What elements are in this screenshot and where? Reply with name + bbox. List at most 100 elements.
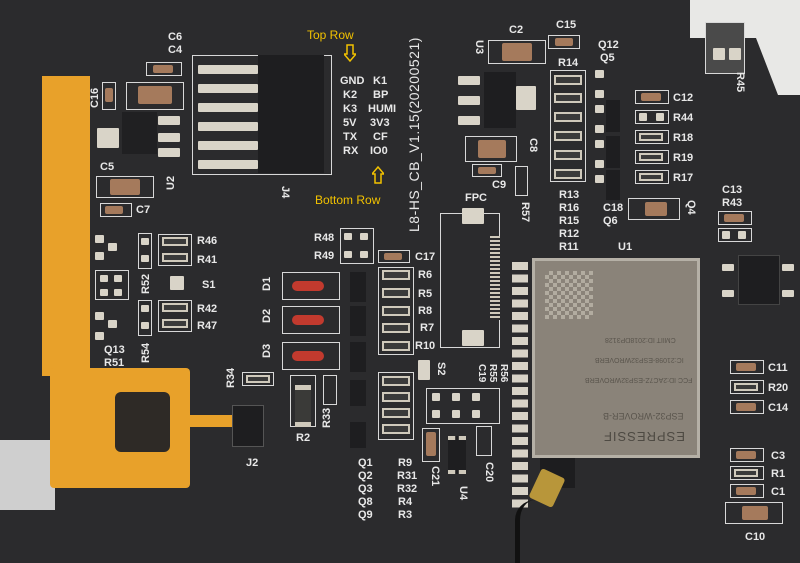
label-c21: C21 (429, 466, 441, 487)
label-q1: Q1 (358, 457, 373, 469)
label-r19: R19 (673, 152, 694, 164)
r43-pad-2 (738, 231, 746, 239)
c-large-capacitor (138, 86, 172, 104)
pin-label-3v3: 3V3 (370, 117, 390, 129)
c17-capacitor (384, 253, 402, 260)
label-r18: R18 (673, 132, 694, 144)
r48-pad-1 (344, 233, 352, 240)
label-r2: R2 (296, 432, 311, 444)
c16-capacitor (105, 88, 113, 102)
c2-capacitor (502, 43, 532, 61)
label-r55: R55 (487, 364, 498, 383)
c4-outline (146, 62, 182, 76)
label-q6: C18 (603, 202, 624, 214)
c15-outline (548, 35, 580, 49)
label-r6: R6 (418, 269, 433, 281)
d1-diode (292, 281, 324, 291)
label-r17: R17 (673, 172, 694, 184)
label-r57: R57 (519, 202, 531, 223)
r57-outline (515, 166, 528, 196)
label-r4: R4 (398, 496, 413, 508)
label-r1: R1 (771, 468, 786, 480)
label-r9: R9 (398, 457, 413, 469)
c9-capacitor (478, 167, 496, 174)
label-c19: C19 (476, 364, 487, 383)
c8-capacitor (478, 140, 506, 158)
label-c1: C1 (771, 486, 786, 498)
pin-label-k3: K3 (343, 103, 358, 115)
label-r54: R54 (140, 342, 152, 363)
label-c2: C2 (509, 24, 524, 36)
q-transistor-2 (350, 306, 366, 336)
r45-pad-1 (713, 48, 725, 60)
r45-pad-2 (729, 48, 741, 60)
j4-label: J4 (279, 186, 291, 199)
label-r45: R45 (734, 72, 746, 93)
esp32-module: CMIIT ID:2018DP3128 IC:21098-ESP32WROVER… (532, 258, 700, 458)
display-flex-strip (42, 76, 90, 376)
r33-outline (323, 375, 337, 405)
module-cmiit: CMIIT ID:2018DP3128 (605, 336, 676, 343)
d3-diode (292, 351, 324, 361)
pin-label-rx: RX (343, 145, 359, 157)
bottom-row-annotation: Bottom Row (315, 193, 381, 207)
label-c13: C13 (722, 184, 743, 196)
r49-pad-2 (360, 251, 368, 258)
c20-outline (476, 426, 492, 456)
j2-connector (232, 405, 264, 447)
label-c15: C15 (556, 19, 577, 31)
label-c10: C10 (745, 531, 766, 543)
c21-capacitor (426, 432, 436, 456)
label-c8: C8 (527, 138, 539, 153)
label-r43: R43 (722, 197, 743, 209)
label-r48: R48 (314, 232, 335, 244)
label-c12: C12 (673, 92, 694, 104)
label-u1: U1 (618, 241, 633, 253)
d2-outline (282, 306, 340, 334)
fpc-mount-pad-bottom (462, 330, 484, 346)
label-c16: C16 (89, 87, 101, 108)
label-j2: J2 (246, 457, 259, 469)
d1-outline (282, 272, 340, 300)
label-q13: Q13 (104, 344, 125, 356)
label-d3: D3 (261, 343, 273, 358)
label-s1: S1 (202, 279, 216, 291)
label-r13: R13 (559, 189, 580, 201)
u4-ic (448, 436, 466, 474)
label-r49: R49 (314, 250, 335, 262)
antenna-cable (515, 500, 550, 563)
label-d1: D1 (261, 276, 273, 291)
pin-label-gnd: GND (340, 75, 365, 87)
module-fcc: FCC ID:2AC7Z-ESP32WROVERB (585, 376, 693, 383)
touch-controller-chip (115, 392, 170, 452)
module-brand: ESPRESSIF (603, 429, 685, 444)
module-model: ESP32-WROVER-B (603, 411, 684, 421)
r34-outline (242, 372, 274, 386)
top-row-annotation: Top Row (307, 28, 354, 42)
q-transistor-1 (350, 272, 366, 302)
pin-label-humi: HUMI (368, 103, 397, 115)
pin-label-bp: BP (373, 89, 389, 101)
c17-outline (378, 250, 410, 263)
label-r56: R56 (498, 364, 509, 383)
r43-outline (718, 228, 752, 242)
label-u2: U2 (165, 175, 177, 190)
u2-pin-3 (158, 148, 180, 157)
label-c7: C7 (136, 204, 151, 216)
background-left-edge (0, 440, 55, 510)
label-d2: D2 (261, 308, 273, 323)
label-r44: R44 (673, 112, 694, 124)
fpc-mount-pad-top (462, 208, 484, 224)
label-r47: R47 (197, 320, 218, 332)
u3-pin-2 (458, 96, 480, 105)
label-s2: S2 (435, 362, 447, 376)
u2-tab (97, 128, 119, 148)
label-c4: C4 (168, 44, 183, 56)
d3-outline (282, 342, 340, 370)
c2-outline (488, 40, 546, 64)
u2-pin-2 (158, 133, 180, 142)
u2-regulator (122, 112, 157, 154)
label-q8: Q8 (358, 496, 373, 508)
u3-tab (516, 86, 536, 110)
